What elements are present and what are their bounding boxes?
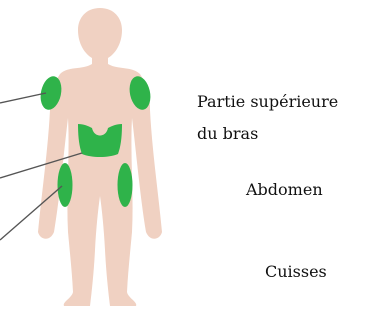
left-thigh-zone xyxy=(58,163,73,207)
upper-arm-label-line2: du bras xyxy=(197,124,258,144)
head xyxy=(78,8,122,66)
right-thigh-zone xyxy=(118,163,133,207)
thighs-label: Cuisses xyxy=(265,262,327,282)
abdomen-label: Abdomen xyxy=(246,180,323,200)
upper-arm-pointer-line xyxy=(0,93,46,103)
upper-arm-label-line1: Partie supérieure xyxy=(197,92,338,112)
navel xyxy=(98,131,103,136)
